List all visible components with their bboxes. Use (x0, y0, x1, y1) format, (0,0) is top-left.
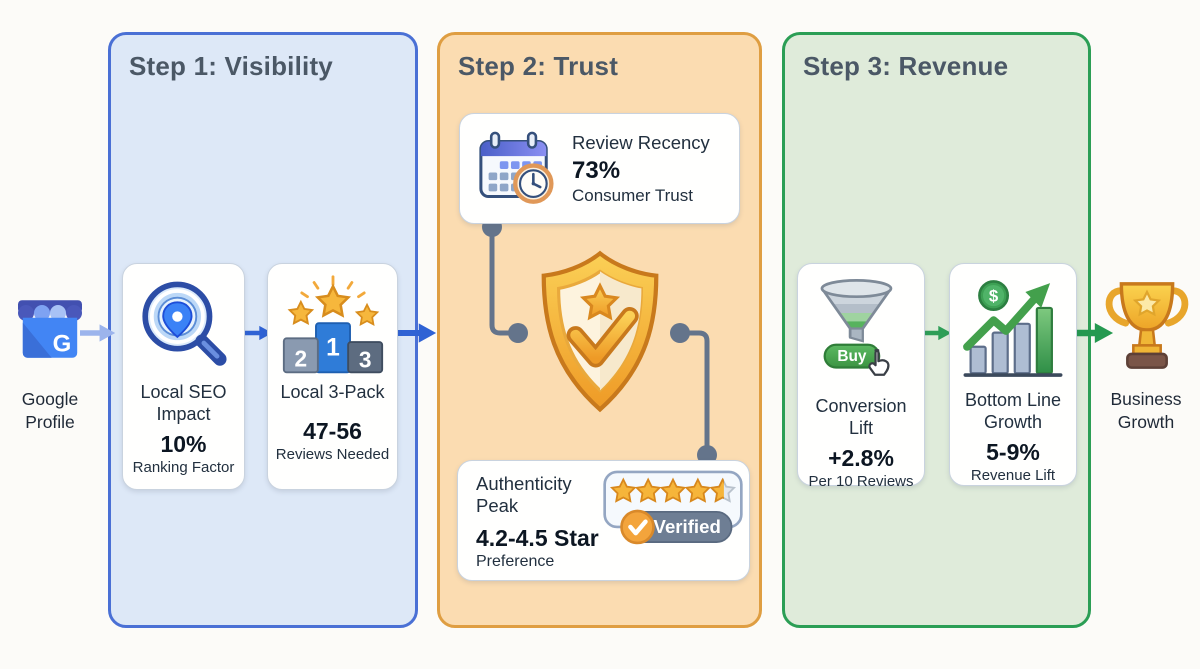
review-recency-title: Review Recency (572, 131, 710, 153)
local-3pack-title: Local 3-Pack (280, 382, 385, 402)
conversion-lift-title: Conversion Lift (815, 396, 907, 438)
star-rating-verified-icon: Verified (602, 469, 744, 553)
podium-first-number: 1 (326, 334, 340, 361)
shield-check-star-icon (531, 248, 669, 418)
local-3pack-value: 47-56 (303, 417, 362, 444)
google-profile-label: Google Profile (21, 389, 79, 432)
calendar-clock-icon (474, 126, 560, 212)
review-recency-sub: Consumer Trust (572, 185, 693, 205)
bottom-line-value: 5-9% (986, 438, 1040, 465)
podium-third-number: 3 (358, 347, 371, 373)
arrow-step3-to-trophy (1072, 322, 1114, 344)
authenticity-sub: Preference (476, 553, 555, 571)
google-g-letter: G (53, 330, 72, 357)
magnifier-location-pin-icon (132, 274, 236, 378)
bottom-line-sub: Revenue Lift (970, 466, 1056, 484)
local-seo-sub: Ranking Factor (132, 458, 235, 476)
bottom-line-growth-card: $ Bottom Line Growth 5-9% Revenue Lift (949, 263, 1077, 486)
business-growth-label: Business Growth (1110, 389, 1182, 432)
podium-second-number: 2 (294, 346, 307, 372)
buy-button-label: Buy (837, 348, 867, 365)
local-seo-value: 10% (160, 430, 207, 457)
authenticity-title: Authenticity Peak (476, 473, 572, 517)
arrow-step1-to-step2 (397, 323, 437, 343)
step1-title: Step 1: Visibility (129, 51, 333, 81)
conversion-lift-sub: Per 10 Reviews (808, 472, 914, 490)
bar-chart-growth-icon: $ (960, 274, 1066, 386)
bottom-line-title: Bottom Line Growth (964, 390, 1062, 432)
step3-title: Step 3: Revenue (803, 51, 1009, 81)
local-seo-impact-card: Local SEO Impact 10% Ranking Factor (122, 263, 245, 490)
google-business-storefront-icon: G (10, 290, 90, 376)
step2-title: Step 2: Trust (458, 51, 619, 81)
podium-stars-icon: 1 2 3 (275, 274, 391, 378)
arrow-seo-to-3pack (243, 325, 273, 341)
conversion-lift-value: +2.8% (828, 444, 894, 471)
conversion-lift-card: Buy Conversion Lift +2.8% Per 10 Reviews (797, 263, 925, 490)
arrow-google-to-step1 (80, 324, 116, 342)
arrow-conversion-to-bottomline (922, 325, 952, 341)
authenticity-value: 4.2-4.5 Star (476, 525, 599, 552)
trophy-icon (1100, 276, 1194, 384)
authenticity-peak-card: Authenticity Peak 4.2-4.5 Star Preferenc… (457, 460, 750, 581)
verified-badge-label: Verified (654, 516, 721, 537)
conversion-funnel-icon: Buy (806, 274, 916, 392)
dollar-coin-symbol: $ (989, 287, 999, 306)
review-recency-value: 73% (572, 156, 621, 184)
review-recency-card: Review Recency 73% Consumer Trust (459, 113, 740, 224)
local-seo-title: Local SEO Impact (140, 382, 227, 424)
local-3pack-sub: Reviews Needed (275, 445, 390, 463)
local-3pack-card: 1 2 3 Local 3-Pack 47-56 Reviews Needed (267, 263, 398, 490)
